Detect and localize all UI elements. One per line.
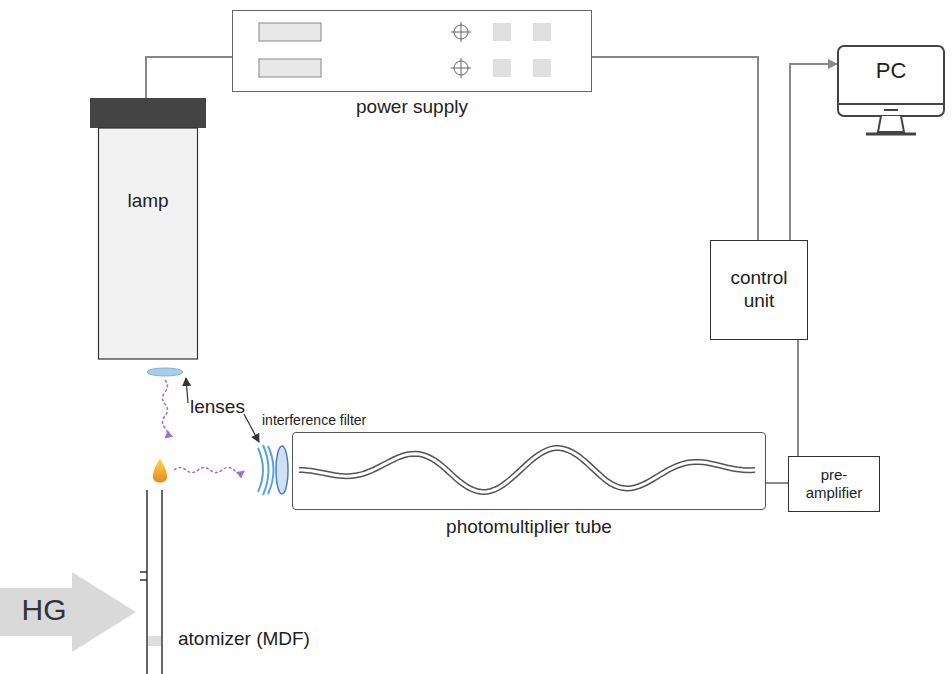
label-wrap: photomultiplier tube <box>292 516 766 538</box>
shape-outline <box>233 11 590 90</box>
light-path <box>163 380 168 438</box>
node-label: lamp <box>98 190 198 212</box>
computer-monitor: PC <box>836 44 946 144</box>
shape-graphic <box>90 98 206 360</box>
leader-line <box>186 378 188 403</box>
node-label: HG <box>4 593 84 627</box>
hydride-generation-arrow: HG <box>0 572 136 652</box>
pmt-tube <box>292 432 766 510</box>
shape-graphic <box>293 433 764 508</box>
wire <box>592 57 758 240</box>
node-label: photomultiplier tube <box>292 516 766 538</box>
shape-graphic <box>0 572 136 652</box>
node-label: PC <box>836 58 946 84</box>
part-label: interference filter <box>262 412 366 428</box>
wire <box>790 64 837 240</box>
flame <box>153 458 167 483</box>
power-supply: power supply <box>232 10 592 122</box>
lens <box>147 368 183 376</box>
label-wrap: power supply <box>232 96 592 118</box>
shape-outline <box>0 572 136 652</box>
interference-filter <box>276 446 288 494</box>
lamp: lamp <box>90 98 206 360</box>
node-label: atomizer (MDF) <box>178 628 338 650</box>
label-wrap: PC <box>836 58 946 84</box>
label-wrap: lamp <box>98 190 198 212</box>
label-wrap: HG <box>4 593 84 627</box>
control-unit-box: control unit <box>710 240 808 340</box>
wire <box>146 57 232 98</box>
preamplifier-box: pre-amplifier <box>788 456 880 512</box>
shape-outline <box>90 98 206 360</box>
label-wrap: atomizer (MDF) <box>178 628 338 650</box>
shape-graphic <box>233 11 590 90</box>
lens <box>258 448 263 492</box>
node-label: control unit <box>715 267 803 313</box>
leader-line <box>244 414 259 442</box>
node-label: pre-amplifier <box>795 466 873 502</box>
photomultiplier-tube: photomultiplier tube <box>292 432 766 544</box>
node-label: power supply <box>232 96 592 118</box>
part-label: lenses <box>190 396 245 418</box>
wire <box>766 482 788 484</box>
shape-outline <box>293 433 764 508</box>
lens <box>263 445 269 495</box>
lens <box>268 446 274 494</box>
wire <box>797 340 799 456</box>
atomizer: atomizer (MDF) <box>140 490 340 674</box>
power-supply-box <box>232 10 592 92</box>
light-path <box>174 468 244 473</box>
